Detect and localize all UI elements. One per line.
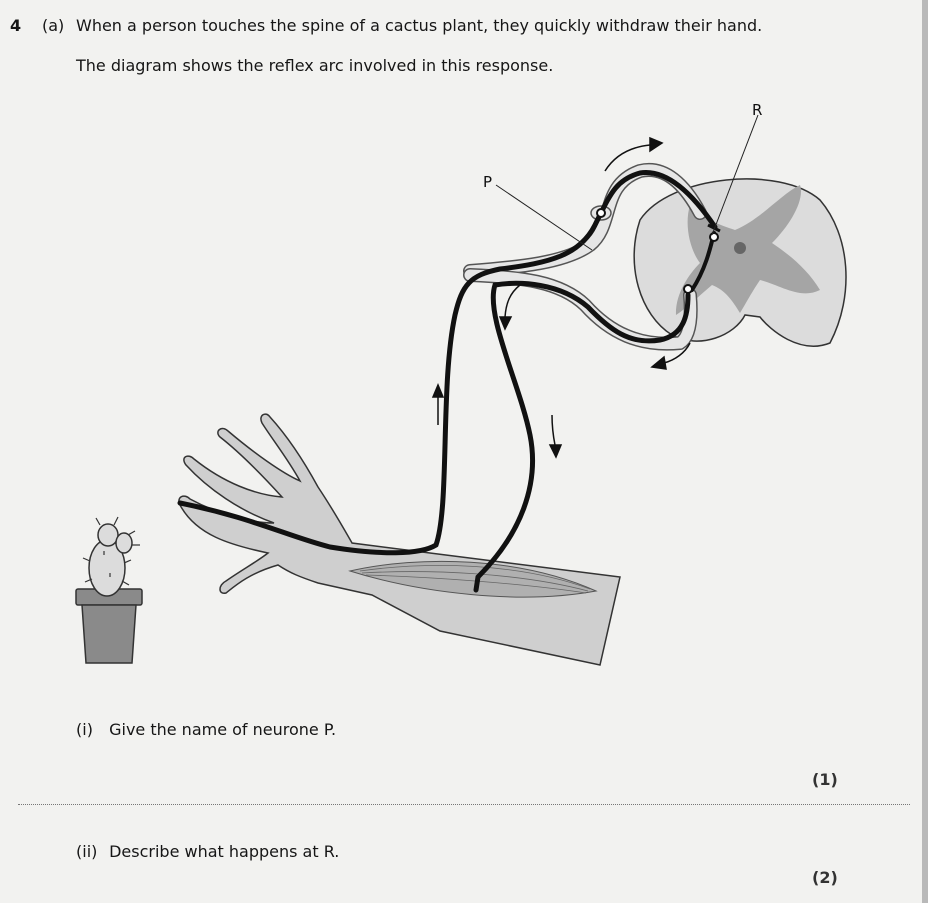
subquestion-i-tag: (i) <box>76 720 93 739</box>
reflex-arc-diagram: P R <box>75 101 847 666</box>
muscle <box>348 560 598 598</box>
synapse-terminal <box>707 223 721 233</box>
cactus-pad-side <box>115 532 133 554</box>
relay-cell-body <box>709 232 719 242</box>
label-line-p <box>495 184 593 251</box>
subquestion-ii: (ii) Describe what happens at R. <box>76 842 339 861</box>
impulse-direction-arrows <box>431 136 691 459</box>
question-number: 4 <box>10 16 22 35</box>
grey-matter <box>675 185 820 315</box>
question-part: (a) <box>42 16 65 35</box>
answer-line[interactable] <box>18 804 910 805</box>
sensory-neurone <box>177 170 718 556</box>
question-stem: When a person touches the spine of a cac… <box>76 16 763 35</box>
arrow-curve-left-icon <box>504 284 521 318</box>
cactus-pot <box>81 604 137 664</box>
arrow-curve-top-icon <box>604 144 651 172</box>
cactus-spines <box>82 516 140 586</box>
arrow-down-icon <box>551 414 556 446</box>
cactus-pad-upper <box>97 523 119 547</box>
subquestion-ii-marks: (2) <box>812 868 838 887</box>
cactus-plant <box>75 516 143 664</box>
subquestion-i: (i) Give the name of neurone P. <box>76 720 336 739</box>
subquestion-i-marks: (1) <box>812 770 838 789</box>
subquestion-ii-tag: (ii) <box>76 842 98 861</box>
arm-and-hand <box>178 413 621 666</box>
sensory-cell-body <box>596 208 606 218</box>
label-p: P <box>483 173 492 191</box>
motor-cell-body <box>683 284 693 294</box>
central-canal <box>734 242 746 254</box>
subquestion-ii-text: Describe what happens at R. <box>109 842 340 861</box>
question-intro: The diagram shows the reflex arc involve… <box>76 56 554 75</box>
subquestion-i-text: Give the name of neurone P. <box>109 720 337 739</box>
label-line-r <box>711 114 759 236</box>
page-edge <box>922 0 928 903</box>
label-r: R <box>752 101 762 119</box>
arrow-curve-bottom-icon <box>663 342 691 364</box>
motor-neurone <box>473 280 691 593</box>
